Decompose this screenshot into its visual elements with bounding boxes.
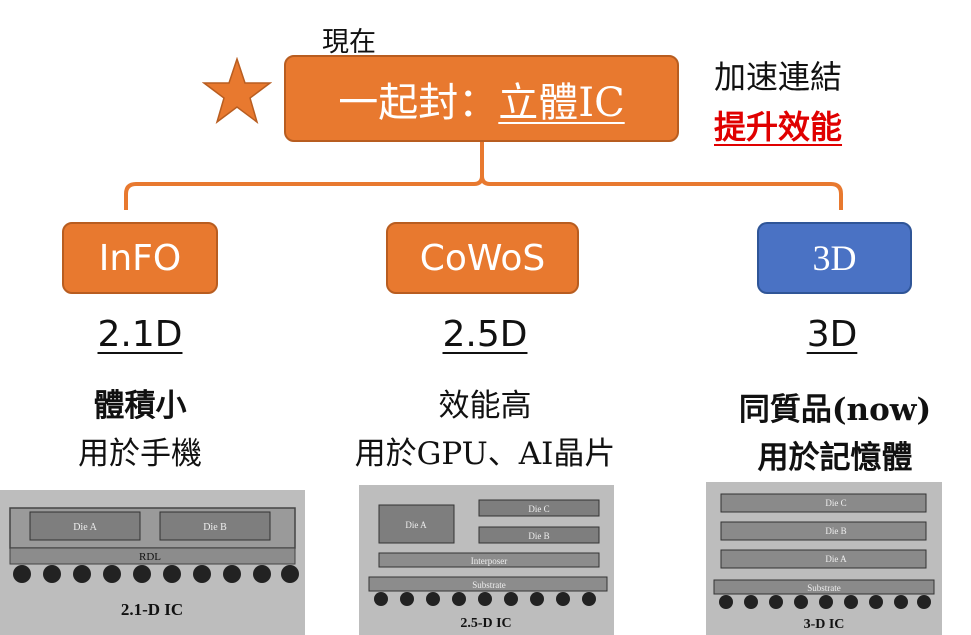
fig2-caption: 2.5-D IC (460, 616, 511, 631)
cowos-box: CoWoS (386, 222, 579, 294)
info-desc-2: 用於手機 (78, 436, 202, 472)
fig1-die-b: Die B (203, 522, 227, 533)
fig3-die-c: Die C (825, 498, 846, 508)
now-label: 現在 (322, 27, 376, 58)
dim-label-cowos: 2.5D (425, 314, 545, 355)
cowos-desc-2: 用於GPU、AI晶片 (354, 436, 616, 472)
fig1-die-a: Die A (73, 522, 97, 533)
fig2-die-c: Die C (528, 504, 549, 514)
main-topic-box: 一起封：立體IC (284, 55, 679, 142)
dim-label-info: 2.1D (80, 314, 200, 355)
side-text-speed: 加速連結 (714, 58, 843, 96)
3d-box: 3D (757, 222, 912, 294)
info-box: InFO (62, 222, 218, 294)
main-topic-underlined: 立體IC (498, 79, 625, 126)
fig1-rdl: RDL (139, 551, 161, 563)
info-desc-1: 體積小 (93, 388, 187, 424)
fig2-die-a: Die A (405, 520, 427, 530)
fig1-caption: 2.1-D IC (121, 600, 183, 619)
connector-bracket (124, 142, 843, 210)
dim-3d-text: 3D (806, 314, 858, 355)
dim-info-text: 2.1D (97, 314, 183, 355)
3d-desc-1: 同質品(now) (738, 392, 932, 428)
fig3-substrate: Substrate (807, 583, 841, 593)
dim-cowos-text: 2.5D (442, 314, 528, 355)
figure-2-5d-ic: Die A Die C Die B Interposer Substrate 2… (359, 485, 614, 635)
fig2-interposer: Interposer (471, 556, 507, 566)
fig3-die-b: Die B (825, 526, 846, 536)
main-topic-prefix: 一起封： (338, 79, 499, 126)
cowos-box-label: CoWoS (419, 237, 546, 279)
3d-desc-2: 用於記憶體 (757, 440, 913, 476)
cowos-desc-1: 效能高 (438, 388, 532, 424)
fig2-substrate: Substrate (472, 580, 506, 590)
side-text-performance: 提升效能 (714, 108, 843, 146)
3d-box-label: 3D (812, 238, 857, 278)
figure-3d-ic: Die C Die B Die A Substrate 3-D IC (706, 482, 942, 635)
dim-label-3d: 3D (772, 314, 892, 355)
fig3-caption: 3-D IC (804, 617, 845, 632)
figure-2-1d-ic: Die A Die B RDL 2.1-D IC (0, 490, 305, 635)
fig2-die-b: Die B (528, 531, 549, 541)
fig3-die-a: Die A (825, 554, 847, 564)
info-box-label: InFO (98, 237, 182, 279)
star-icon (202, 57, 272, 124)
